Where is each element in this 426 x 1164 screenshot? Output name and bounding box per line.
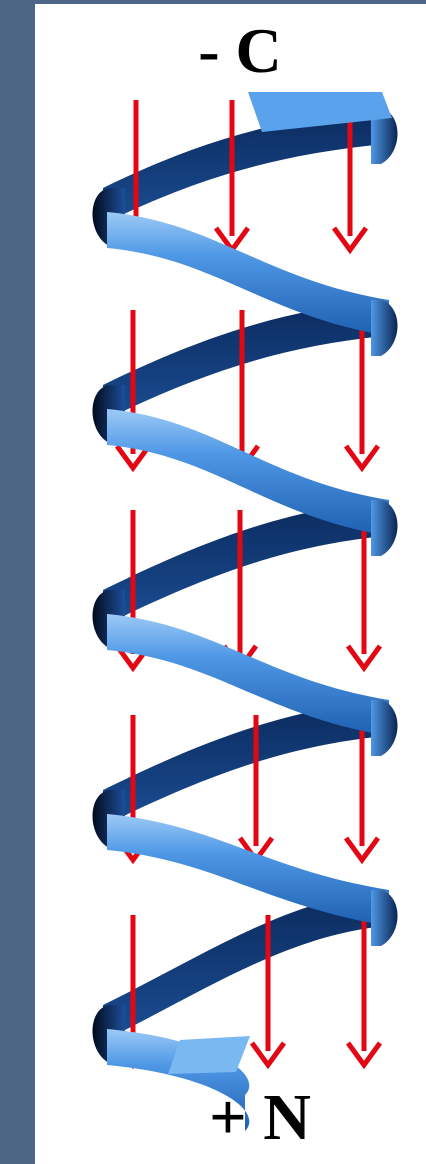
helix-front-strand <box>107 409 389 536</box>
helix-front-strand <box>107 814 389 926</box>
helix-front-strand <box>107 614 389 736</box>
helix-back-strand <box>103 108 385 224</box>
c-terminus-label: - C <box>150 16 330 86</box>
helix-right-turn <box>371 300 398 356</box>
helix-right-turn <box>371 500 398 556</box>
helix-right-turn <box>371 890 398 946</box>
helix-right-turn <box>371 700 398 756</box>
n-terminus-label: + N <box>170 1082 350 1154</box>
